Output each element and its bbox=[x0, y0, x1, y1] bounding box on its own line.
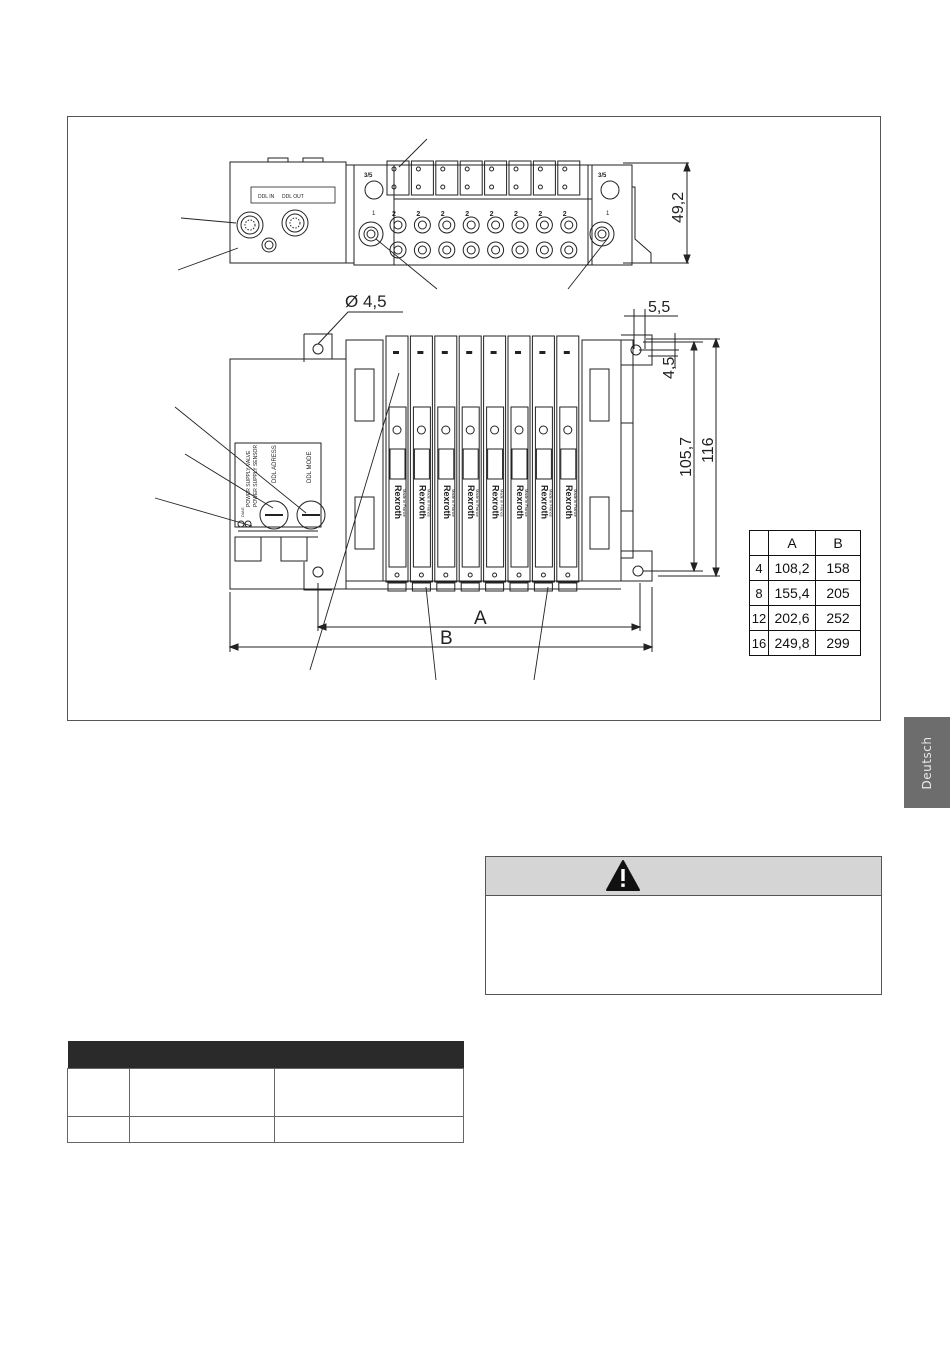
svg-text:116: 116 bbox=[700, 437, 717, 463]
made-in-label: Made in France bbox=[500, 489, 505, 518]
warning-triangle-icon bbox=[606, 860, 640, 891]
valve-module-top: 2 bbox=[557, 160, 581, 259]
language-tab-label: Deutsch bbox=[920, 736, 934, 789]
port-1-right bbox=[589, 221, 615, 247]
led-label-diag: DIAG bbox=[240, 507, 245, 517]
svg-text:105,7: 105,7 bbox=[678, 437, 695, 477]
made-in-label: Made in France bbox=[548, 489, 553, 518]
brand-label: Rexroth bbox=[491, 485, 501, 519]
svg-text:1: 1 bbox=[372, 211, 376, 217]
made-in-label: Made in France bbox=[573, 489, 578, 518]
valve-module-top: 2 bbox=[484, 160, 508, 259]
dim-table-row: 12 202,6 252 bbox=[749, 605, 861, 631]
dimension-height-top: 49,2 bbox=[670, 161, 691, 265]
valve-module-top: 2 bbox=[459, 160, 483, 259]
brand-label: Rexroth bbox=[417, 485, 427, 519]
led-label-valve: POWER SUPPLY VALVE bbox=[246, 450, 252, 507]
module-port-label: 2 bbox=[538, 211, 542, 218]
technical-drawing-frame: DDL IN DDL OUT 3/5 1 3/5 1 bbox=[67, 116, 881, 721]
made-in-label: Made in France bbox=[426, 489, 431, 518]
module-port-label: 2 bbox=[392, 211, 396, 218]
brand-label: Rexroth bbox=[564, 485, 574, 519]
svg-text:1: 1 bbox=[606, 211, 610, 217]
info-table bbox=[67, 1041, 464, 1143]
made-in-label: Made in France bbox=[451, 489, 456, 518]
module-port-label: 2 bbox=[441, 211, 445, 218]
valve-top-detail: 2 2 2 2 2 2 2 2 bbox=[386, 160, 581, 259]
language-tab[interactable]: Deutsch bbox=[904, 717, 950, 808]
dim-table-row: 8 155,4 205 bbox=[749, 580, 861, 606]
module-port-label: 2 bbox=[416, 211, 420, 218]
valve-module-top: 2 bbox=[508, 160, 532, 259]
port-1-left bbox=[358, 221, 384, 247]
info-table-row bbox=[67, 1116, 464, 1143]
svg-text:5,5: 5,5 bbox=[648, 299, 670, 316]
dimension-hole: Ø 4,5 bbox=[317, 292, 403, 345]
svg-text:49,2: 49,2 bbox=[670, 192, 687, 223]
dim-table-row: 16 249,8 299 bbox=[749, 630, 861, 656]
dim-table-header: A B bbox=[749, 530, 861, 556]
brand-label: Rexroth bbox=[515, 485, 525, 519]
svg-text:A: A bbox=[474, 608, 487, 629]
module-port-label: 2 bbox=[563, 211, 567, 218]
made-in-label: Made in France bbox=[402, 489, 407, 518]
svg-text:B: B bbox=[440, 628, 453, 649]
valve-modules-top bbox=[394, 164, 593, 266]
address-switch bbox=[259, 500, 289, 530]
m12-connector-out bbox=[281, 209, 309, 237]
port-label-left: 3/5 bbox=[364, 173, 373, 179]
valve-module-top: 2 bbox=[532, 160, 556, 259]
technical-drawing: DDL IN DDL OUT 3/5 1 3/5 1 bbox=[154, 138, 720, 681]
made-in-label: Made in France bbox=[524, 489, 529, 518]
module-port-label: 2 bbox=[465, 211, 469, 218]
brand-label: Rexroth bbox=[442, 485, 452, 519]
dimension-table: A B 4 108,2 158 8 155,4 205 12 202,6 252… bbox=[749, 530, 861, 656]
led-label-sensor: POWER SUPPLY SENSOR bbox=[253, 445, 259, 507]
top-view: DDL IN DDL OUT 3/5 1 3/5 1 bbox=[229, 157, 689, 266]
front-view: POWER SUPPLY VALVE POWER SUPPLY SENSOR D… bbox=[229, 333, 653, 591]
label-ddl-mode: DDL MODE bbox=[307, 452, 313, 483]
made-in-label: Made in France bbox=[475, 489, 480, 518]
label-ddl-adress: DDL ADRESS bbox=[272, 445, 278, 483]
dimension-a-b: A B bbox=[228, 583, 654, 652]
connector-label-in: DDL IN bbox=[258, 194, 275, 200]
warning-header bbox=[486, 857, 881, 896]
valve-module-top: 2 bbox=[410, 160, 434, 259]
warning-box bbox=[485, 856, 882, 995]
dimension-heights: 105,7 116 bbox=[643, 337, 720, 578]
brand-label: Rexroth bbox=[539, 485, 549, 519]
valve-module-top: 2 bbox=[435, 160, 459, 259]
port-label-right: 3/5 bbox=[598, 173, 607, 179]
m12-connector-in bbox=[236, 211, 264, 239]
valve-module-top: 2 bbox=[386, 160, 410, 259]
brand-label: Rexroth bbox=[393, 485, 403, 519]
svg-text:4,5: 4,5 bbox=[661, 357, 678, 379]
module-port-label: 2 bbox=[490, 211, 494, 218]
mode-switch bbox=[296, 500, 326, 530]
info-table-header bbox=[67, 1041, 464, 1069]
dim-table-row: 4 108,2 158 bbox=[749, 555, 861, 581]
brand-label: Rexroth bbox=[466, 485, 476, 519]
svg-text:Ø 4,5: Ø 4,5 bbox=[345, 292, 387, 311]
module-port-label: 2 bbox=[514, 211, 518, 218]
info-table-row bbox=[67, 1068, 464, 1117]
connector-label-out: DDL OUT bbox=[282, 194, 304, 200]
